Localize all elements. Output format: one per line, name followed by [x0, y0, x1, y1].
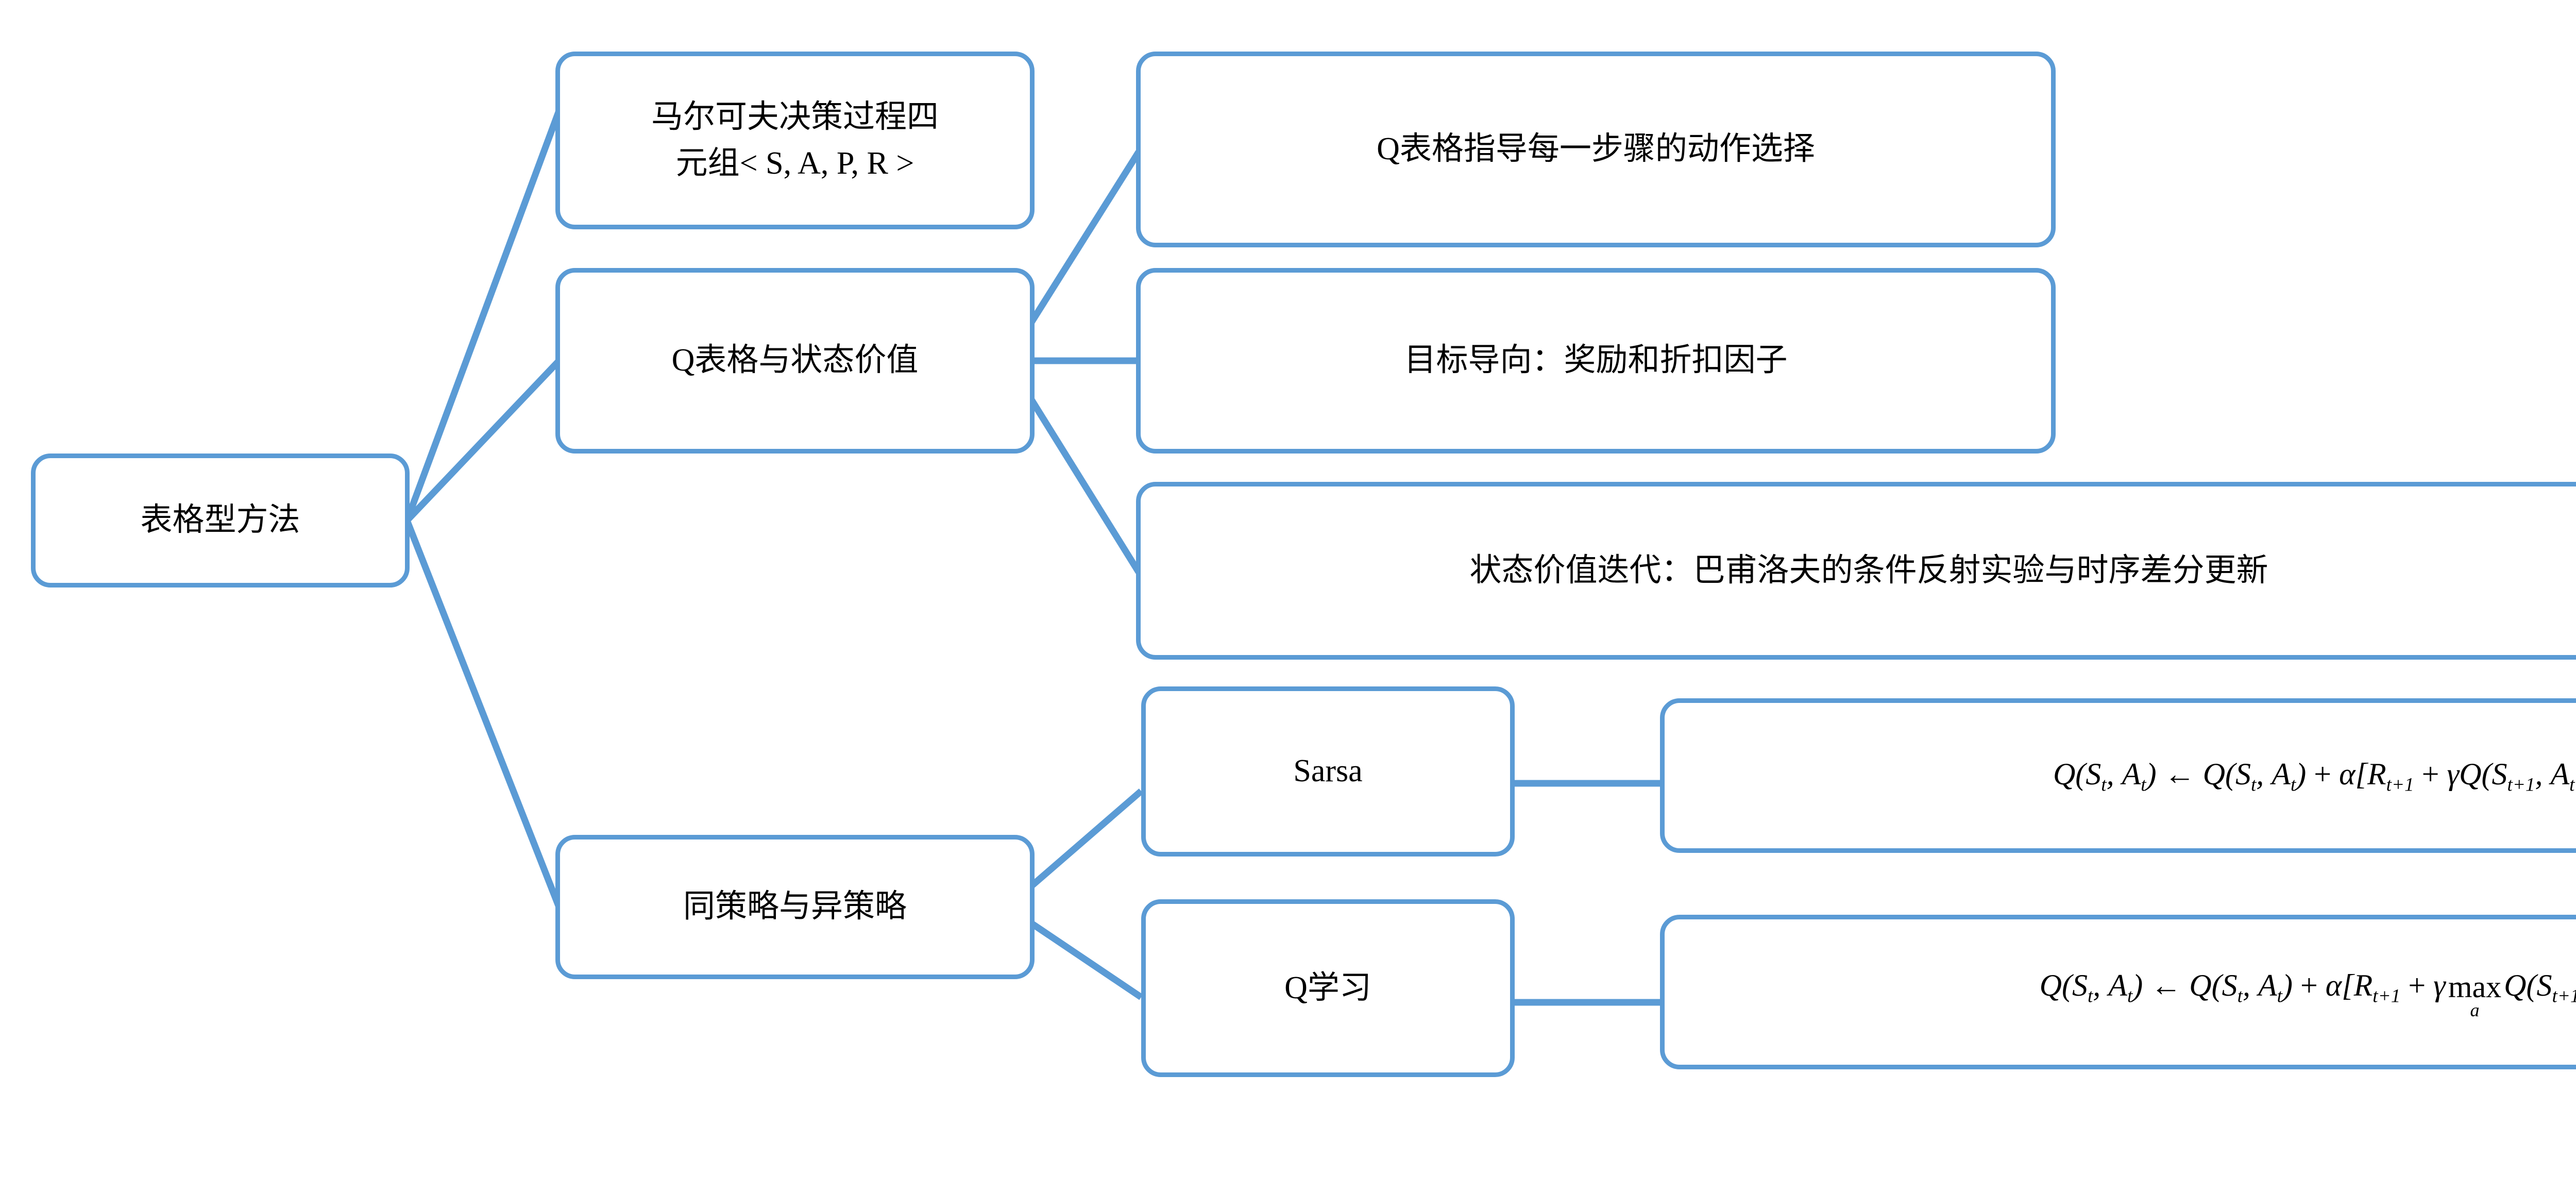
node-goal-oriented[interactable]: 目标导向：奖励和折扣因子 — [1136, 268, 2056, 454]
node-qlearning[interactable]: Q学习 — [1141, 899, 1515, 1077]
sarsa-formula-expression: Q(St, At) ← Q(St, At) + α[Rt+1 + γQ(St+1… — [2053, 757, 2576, 796]
node-policy-label: 同策略与异策略 — [683, 889, 907, 925]
node-root[interactable]: 表格型方法 — [31, 454, 410, 587]
node-qtable-label: Q表格与状态价值 — [671, 343, 919, 378]
node-goal-oriented-label: 目标导向：奖励和折扣因子 — [1404, 343, 1788, 378]
node-qlearning-label: Q学习 — [1284, 970, 1371, 1005]
edge-root-mdp — [403, 109, 563, 522]
node-qtable[interactable]: Q表格与状态价值 — [555, 268, 1035, 454]
node-root-label: 表格型方法 — [140, 502, 300, 538]
node-mdp-label: 马尔可夫决策过程四 元组< S, A, P, R > — [651, 99, 939, 181]
node-sarsa[interactable]: Sarsa — [1141, 686, 1515, 857]
node-mdp[interactable]: 马尔可夫决策过程四 元组< S, A, P, R > — [555, 52, 1035, 229]
edge-root-qtable — [404, 358, 562, 523]
node-value-iteration-label: 状态价值迭代：巴甫洛夫的条件反射实验与时序差分更新 — [1469, 552, 2268, 588]
node-sarsa-label: Sarsa — [1293, 753, 1363, 789]
node-sarsa-formula[interactable]: Q(St, At) ← Q(St, At) + α[Rt+1 + γQ(St+1… — [1660, 698, 2576, 853]
node-qtable-guide-label: Q表格指导每一步骤的动作选择 — [1377, 131, 1815, 167]
node-policy[interactable]: 同策略与异策略 — [555, 835, 1035, 979]
node-qtable-guide[interactable]: Q表格指导每一步骤的动作选择 — [1136, 52, 2056, 247]
node-value-iteration[interactable]: 状态价值迭代：巴甫洛夫的条件反射实验与时序差分更新 — [1136, 482, 2576, 660]
edge-root-policy — [403, 519, 563, 909]
